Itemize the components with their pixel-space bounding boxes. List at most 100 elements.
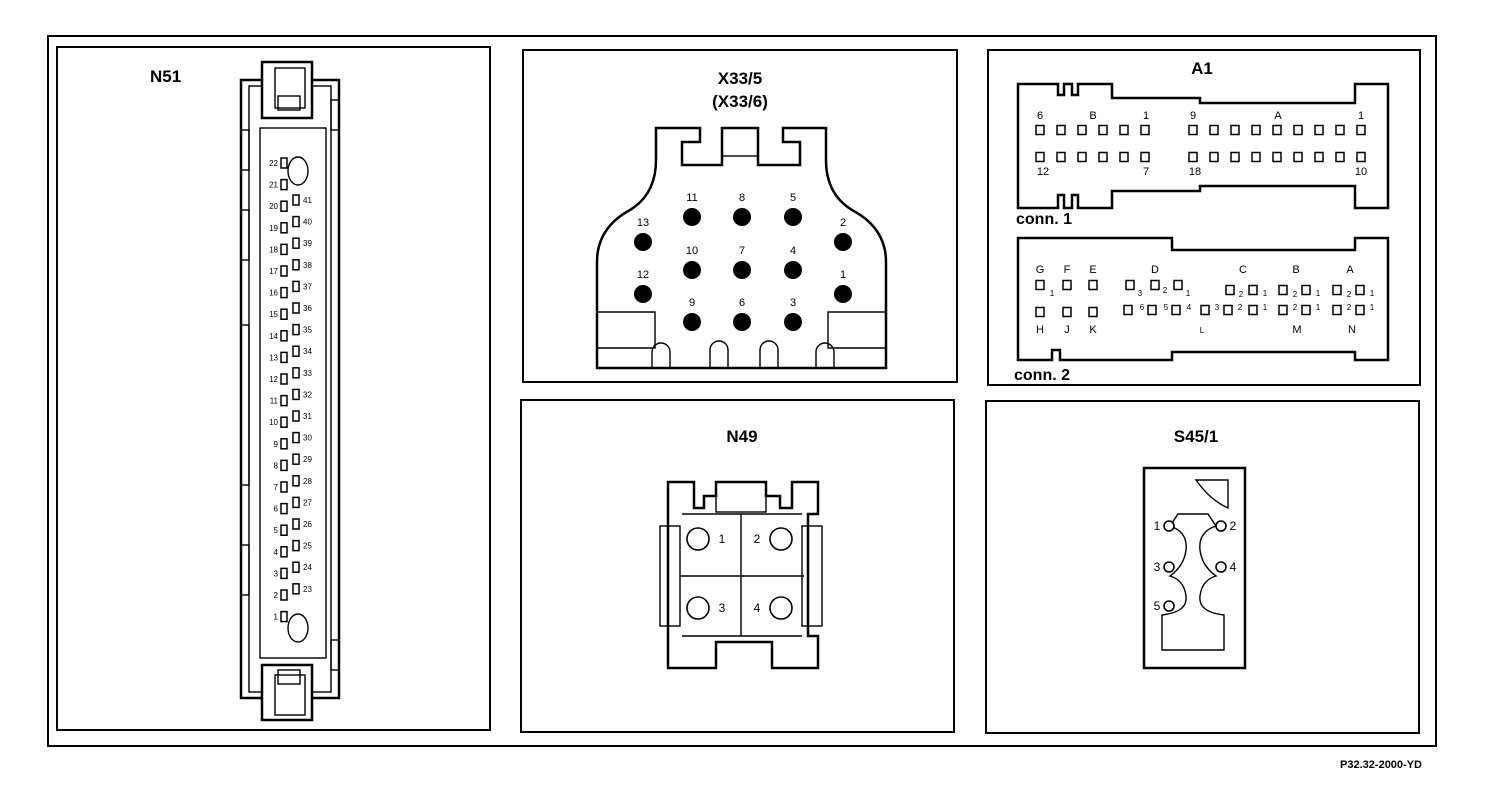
a1-c2-pin-number: 1 xyxy=(1263,303,1268,312)
n49-pin-2 xyxy=(769,527,793,551)
n51-left-pin-label: 12 xyxy=(269,375,278,384)
a1-c2-pin-number: 1 xyxy=(1050,289,1055,298)
n51-left-pin-label: 19 xyxy=(269,224,278,233)
a1-c2-pin-number: 1 xyxy=(1316,303,1321,312)
n51-left-pin-label: 14 xyxy=(269,332,278,341)
x33-pin-4 xyxy=(784,261,802,279)
a1-c2-pin xyxy=(1200,304,1210,316)
a1-c2-pin xyxy=(1150,279,1160,291)
n51-right-pin-33 xyxy=(292,367,300,379)
a1-c1-left-bottom-pin xyxy=(1056,151,1066,163)
n51-right-pin-label: 26 xyxy=(303,520,312,529)
a1-c1-left-bottom-pin xyxy=(1119,151,1129,163)
x33-pin-10 xyxy=(683,261,701,279)
a1-c2-pin-number: 2 xyxy=(1163,286,1168,295)
a1-c2-pin-number: 1 xyxy=(1186,289,1191,298)
n51-right-pin-37 xyxy=(292,280,300,293)
x33-pin-label: 8 xyxy=(739,192,745,204)
n51-right-pin-28 xyxy=(292,475,300,487)
a1-c2-pin-number: 2 xyxy=(1238,303,1243,312)
a1-c2-label-l: L xyxy=(1200,326,1205,335)
n51-right-pin-label: 37 xyxy=(303,282,312,291)
n51-left-pin-label: 15 xyxy=(269,310,278,319)
a1-c2-pin-number: 5 xyxy=(1164,303,1169,312)
n51-left-pin-label: 11 xyxy=(270,397,279,406)
n49-title: N49 xyxy=(726,427,757,446)
n51-left-pin-label: 16 xyxy=(269,289,278,298)
x33-pin-label: 12 xyxy=(637,269,649,281)
a1-c2-pin-number: 2 xyxy=(1239,290,1244,299)
n51-right-pin-label: 30 xyxy=(303,434,312,443)
x33-pin-label: 9 xyxy=(689,297,695,309)
x33-pin-label: 13 xyxy=(637,217,649,229)
a1-c2-pin xyxy=(1062,279,1072,291)
s45-title: S45/1 xyxy=(1174,427,1218,446)
a1-c2-pin-number: 3 xyxy=(1215,303,1220,312)
a1-c1-left-top-pin xyxy=(1035,124,1045,136)
a1-c2-pin xyxy=(1278,284,1288,296)
n51-left-pin-17 xyxy=(280,265,288,277)
n51-right-pin-label: 28 xyxy=(303,477,312,486)
n51-right-pin-label: 23 xyxy=(303,585,312,594)
x33-pin-6 xyxy=(733,313,751,331)
n51-left-pin-label: 22 xyxy=(269,159,278,168)
panel-n51-frame xyxy=(56,46,491,731)
x33-title: X33/5 xyxy=(718,69,762,88)
a1-c2-label-g: G xyxy=(1036,264,1045,276)
n51-left-pin-9 xyxy=(280,438,288,450)
n51-left-pin-label: 1 xyxy=(274,613,279,622)
a1-c2-label-m: M xyxy=(1292,324,1301,336)
a1-c2-label-e: E xyxy=(1089,264,1096,276)
a1-c2-label-c: C xyxy=(1239,264,1247,276)
n51-right-pin-29 xyxy=(292,453,300,465)
n49-pin-4 xyxy=(769,596,793,620)
a1-conn2-label: conn. 2 xyxy=(1014,367,1070,384)
n51-right-pin-31 xyxy=(292,410,300,422)
s45-pin-label: 3 xyxy=(1154,560,1161,574)
a1-c2-pin xyxy=(1062,306,1072,318)
a1-conn2-housing xyxy=(1016,236,1390,362)
a1-c2-pin xyxy=(1332,304,1342,316)
n51-right-pin-40 xyxy=(292,215,300,228)
a1-conn1-label: conn. 1 xyxy=(1016,211,1072,228)
s45-pin-5 xyxy=(1163,600,1175,612)
n51-left-pin-10 xyxy=(280,416,288,428)
n51-right-pin-30 xyxy=(292,431,300,444)
n51-connector xyxy=(239,60,341,722)
n51-right-pin-label: 24 xyxy=(303,563,312,572)
a1-c1-right-top-pin xyxy=(1293,124,1303,136)
x33-pin-13 xyxy=(634,233,652,251)
n51-right-pin-38 xyxy=(292,259,300,271)
a1-c2-pin xyxy=(1088,306,1098,318)
n51-right-pin-label: 31 xyxy=(303,412,312,421)
n49-pin-3 xyxy=(686,596,710,620)
x33-pin-label: 10 xyxy=(686,245,698,257)
s45-pin-2 xyxy=(1215,520,1227,532)
a1-c1-right-bottom-pin xyxy=(1251,151,1261,163)
panel-s45-frame xyxy=(985,400,1420,734)
a1-c2-label-b: B xyxy=(1292,264,1299,276)
n51-left-pin-13 xyxy=(280,351,288,364)
n51-left-pin-label: 13 xyxy=(269,353,278,362)
a1-c2-pin xyxy=(1123,304,1133,316)
n49-pin-1 xyxy=(686,527,710,551)
n49-pin-label: 1 xyxy=(719,532,726,546)
s45-pin-label: 5 xyxy=(1154,599,1161,613)
n51-left-pin-label: 9 xyxy=(274,440,279,449)
n51-left-pin-label: 10 xyxy=(269,418,278,427)
a1-c2-pin xyxy=(1171,304,1181,316)
n51-left-pin-12 xyxy=(280,373,288,385)
a1-c2-label-h: H xyxy=(1036,324,1044,336)
n51-left-pin-label: 17 xyxy=(269,267,278,276)
n51-left-pin-21 xyxy=(280,178,288,191)
a1-c2-pin-number: 2 xyxy=(1347,303,1352,312)
a1-c2-pin xyxy=(1035,306,1045,318)
x33-pin-1 xyxy=(834,285,852,303)
n51-right-pin-24 xyxy=(292,561,300,573)
n49-pin-label: 3 xyxy=(719,601,726,615)
